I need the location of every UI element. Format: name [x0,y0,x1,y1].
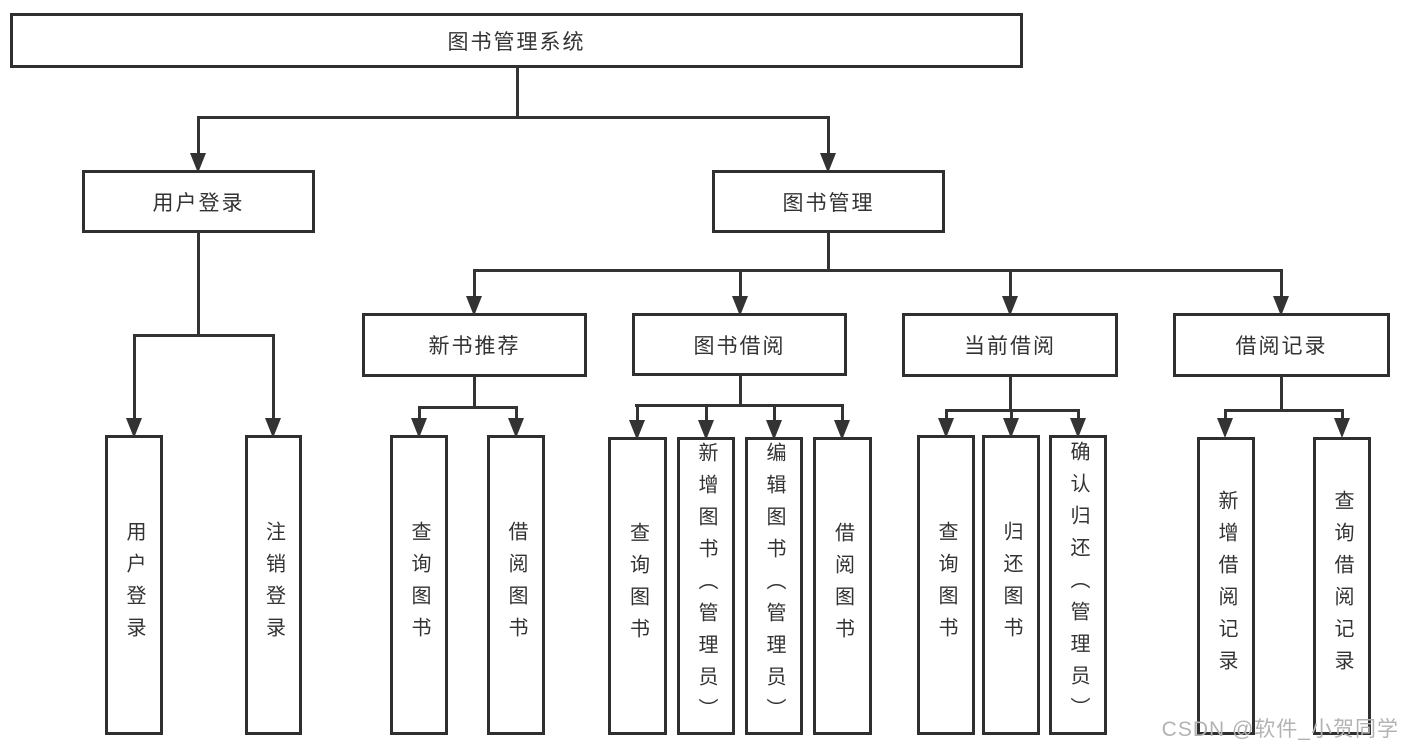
arrow-down-icon [820,153,836,173]
node-new-books: 新书推荐 [362,313,587,377]
node-current-borrow-label: 当前借阅 [964,335,1056,358]
connector-arrow-stem [826,117,830,155]
node-root-label: 图书管理系统 [447,30,586,54]
leaf-logout: 注销登录 [245,435,302,735]
connector-arrow-stem [738,270,742,298]
arrow-down-icon [766,420,782,440]
arrow-down-icon [190,153,206,173]
leaf-current-query-label: 查询图书 [935,521,957,649]
leaf-current-return-label: 归还图书 [1000,521,1022,649]
arrow-down-icon [466,296,482,316]
connector-arrow-stem [1279,270,1283,298]
node-root: 图书管理系统 [10,13,1023,68]
connector-arrow-stem [1223,410,1227,420]
arrow-down-icon [1003,418,1019,438]
node-book-mgmt-label: 图书管理 [782,191,875,215]
connector-line-horizontal [133,333,275,337]
connector-arrow-stem [514,407,518,420]
connector-arrow-stem [635,405,639,422]
node-borrow-records: 借阅记录 [1173,313,1390,377]
arrow-down-icon [1002,296,1018,316]
connector-arrow-stem [772,405,776,422]
leaf-current-return: 归还图书 [982,435,1040,735]
leaf-newbooks-query-label: 查询图书 [408,521,430,649]
connector-line-vertical [515,66,519,119]
arrow-down-icon [938,418,954,438]
connector-line-horizontal [635,403,844,407]
leaf-borrow-book: 借阅图书 [813,437,872,735]
node-current-borrow: 当前借阅 [902,313,1118,377]
node-new-books-label: 新书推荐 [428,335,521,358]
leaf-borrow-edit: 编辑图书（管理员） [745,437,803,735]
leaf-borrow-book-label: 借阅图书 [831,522,854,650]
arrow-down-icon [834,420,850,440]
leaf-newbooks-borrow: 借阅图书 [487,435,545,735]
leaf-newbooks-query: 查询图书 [390,435,448,735]
connector-line-vertical [196,231,200,337]
connector-line-vertical [826,231,830,272]
connector-line-vertical [738,374,742,407]
connector-line-horizontal [197,115,830,119]
arrow-down-icon [265,418,281,438]
node-book-mgmt: 图书管理 [712,170,945,233]
node-user-login-label: 用户登录 [152,191,245,215]
leaf-records-add: 新增借阅记录 [1197,437,1255,735]
connector-arrow-stem [417,407,421,420]
leaf-logout-label: 注销登录 [262,521,285,649]
leaf-user-login: 用户登录 [105,435,163,735]
arrow-down-icon [1217,418,1233,438]
node-user-login: 用户登录 [82,170,315,233]
connector-line-vertical [1008,375,1012,412]
connector-line-horizontal [473,268,1283,272]
leaf-user-login-label: 用户登录 [123,521,145,649]
arrow-down-icon [1070,418,1086,438]
connector-line-horizontal [418,405,518,409]
connector-arrow-stem [1009,410,1013,420]
arrow-down-icon [411,418,427,438]
connector-arrow-stem [840,405,844,422]
connector-arrow-stem [472,270,476,298]
connector-line-vertical [472,375,476,409]
node-book-borrow: 图书借阅 [632,313,847,376]
leaf-borrow-query: 查询图书 [608,437,667,735]
connector-arrow-stem [271,335,275,420]
leaf-borrow-add-label: 新增图书（管理员） [695,442,717,730]
connector-arrow-stem [1076,410,1080,420]
connector-arrow-stem [1340,410,1344,420]
connector-line-horizontal [1224,408,1344,412]
arrow-down-icon [126,418,142,438]
leaf-records-query-label: 查询借阅记录 [1331,490,1353,682]
connector-arrow-stem [944,410,948,420]
leaf-borrow-add: 新增图书（管理员） [677,437,735,735]
connector-arrow-stem [132,335,136,420]
connector-line-vertical [1279,375,1283,412]
arrow-down-icon [1334,418,1350,438]
node-borrow-records-label: 借阅记录 [1235,335,1328,358]
arrow-down-icon [732,296,748,316]
leaf-newbooks-borrow-label: 借阅图书 [505,521,527,649]
arrow-down-icon [629,420,645,440]
leaf-borrow-edit-label: 编辑图书（管理员） [763,442,785,730]
connector-arrow-stem [704,405,708,422]
leaf-records-query: 查询借阅记录 [1313,437,1371,735]
arrow-down-icon [1273,296,1289,316]
arrow-down-icon [508,418,524,438]
leaf-current-confirm: 确认归还（管理员） [1049,435,1107,735]
connector-arrow-stem [1008,270,1012,298]
leaf-records-add-label: 新增借阅记录 [1215,490,1237,682]
connector-arrow-stem [196,117,200,155]
leaf-current-query: 查询图书 [917,435,975,735]
arrow-down-icon [698,420,714,440]
leaf-borrow-query-label: 查询图书 [626,522,649,650]
connector-line-horizontal [945,408,1080,412]
node-book-borrow-label: 图书借阅 [693,334,786,358]
leaf-current-confirm-label: 确认归还（管理员） [1067,441,1089,729]
